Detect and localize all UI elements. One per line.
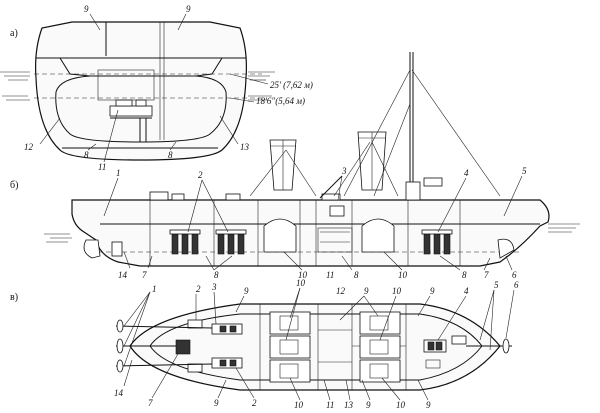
propeller-center — [116, 338, 124, 354]
callout-b-7-right: 7 — [484, 270, 489, 280]
inner-belt — [55, 75, 227, 143]
rudder — [83, 239, 101, 259]
callout-b-10-right: 10 — [398, 270, 408, 280]
callout-a-9-left: 9 — [84, 4, 89, 14]
callout-v-9f: 9 — [426, 400, 431, 410]
callout-b-5: 5 — [522, 166, 527, 176]
profile-hull — [71, 199, 550, 267]
bridge — [405, 181, 421, 201]
callout-b-10-left: 10 — [298, 270, 308, 280]
callout-v-9c: 9 — [430, 286, 435, 296]
callout-v-12: 12 — [336, 286, 346, 296]
callout-v-6: 6 — [514, 280, 519, 290]
cross-section-hull — [35, 21, 247, 161]
callout-b-8-mid: 8 — [354, 270, 359, 280]
engine-aft — [361, 218, 395, 253]
propeller-starboard — [116, 359, 124, 373]
callout-v-11: 11 — [326, 400, 334, 410]
shaft-starboard — [115, 363, 213, 367]
callout-v-10b: 10 — [392, 286, 402, 296]
propeller-bow — [502, 338, 510, 354]
propeller-port — [116, 319, 124, 333]
callout-a-9-right: 9 — [186, 4, 191, 14]
callout-v-13: 13 — [344, 400, 354, 410]
steering-engine — [111, 241, 123, 257]
callout-b-4: 4 — [464, 168, 469, 178]
side-profile: б) — [10, 52, 580, 280]
water-hatching-left — [0, 71, 30, 101]
shaft-port — [115, 325, 213, 329]
cross-section: а) 25' (7,62 м) 18'6"(5,64 м) 9 9 12 11 … — [0, 4, 313, 172]
callout-v-9e: 9 — [366, 400, 371, 410]
plan-engines — [175, 319, 467, 373]
machinery-block — [109, 105, 153, 117]
boilers-aft — [421, 229, 453, 255]
callout-b-8-right: 8 — [462, 270, 467, 280]
plan-view: в) — [10, 278, 519, 410]
section-label-b: б) — [10, 180, 18, 191]
callout-v-5: 5 — [494, 280, 499, 290]
water-hatching-right — [248, 71, 275, 101]
waterline-lower-label: 18'6"(5,64 м) — [256, 96, 305, 106]
callout-b-14: 14 — [118, 270, 128, 280]
section-label-a: а) — [10, 28, 18, 39]
callout-a-11: 11 — [98, 162, 106, 172]
callout-v-2: 2 — [196, 284, 201, 294]
callout-v-10c: 10 — [294, 400, 304, 410]
callout-a-13: 13 — [240, 142, 250, 152]
engine-forward — [263, 218, 297, 253]
callout-v-3: 3 — [211, 282, 217, 292]
profile-water-hatching — [44, 223, 580, 243]
callout-v-10d: 10 — [396, 400, 406, 410]
callout-b-6: 6 — [512, 270, 517, 280]
callout-a-8-right: 8 — [168, 150, 173, 160]
deckhouse-1 — [149, 191, 169, 201]
callout-v-14: 14 — [114, 388, 124, 398]
plan-boilers-aft — [359, 311, 401, 383]
callout-b-11: 11 — [326, 270, 334, 280]
callout-b-1: 1 — [116, 168, 121, 178]
waterline-upper-label: 25' (7,62 м) — [270, 80, 313, 90]
callout-v-7: 7 — [148, 398, 153, 408]
plan-boilers-forward — [269, 311, 311, 383]
callout-a-12: 12 — [24, 142, 34, 152]
callout-v-9b: 9 — [364, 286, 369, 296]
callout-v-1: 1 — [152, 284, 157, 294]
callout-v-10a: 10 — [296, 278, 306, 288]
boilers-forward — [169, 229, 247, 255]
callout-b-7-left: 7 — [142, 270, 147, 280]
funnel-forward — [269, 139, 297, 191]
ram-bow — [497, 238, 515, 259]
callout-v-2b: 2 — [252, 398, 257, 408]
callout-v-4: 4 — [464, 286, 469, 296]
callout-b-3: 3 — [341, 166, 347, 176]
callout-a-8-left: 8 — [84, 150, 89, 160]
callout-b-8-left: 8 — [214, 270, 219, 280]
section-label-v: в) — [10, 292, 18, 303]
callout-v-9a: 9 — [244, 286, 249, 296]
funnel-aft — [357, 131, 387, 191]
callout-b-2: 2 — [198, 170, 203, 180]
callout-v-9d: 9 — [214, 398, 219, 408]
